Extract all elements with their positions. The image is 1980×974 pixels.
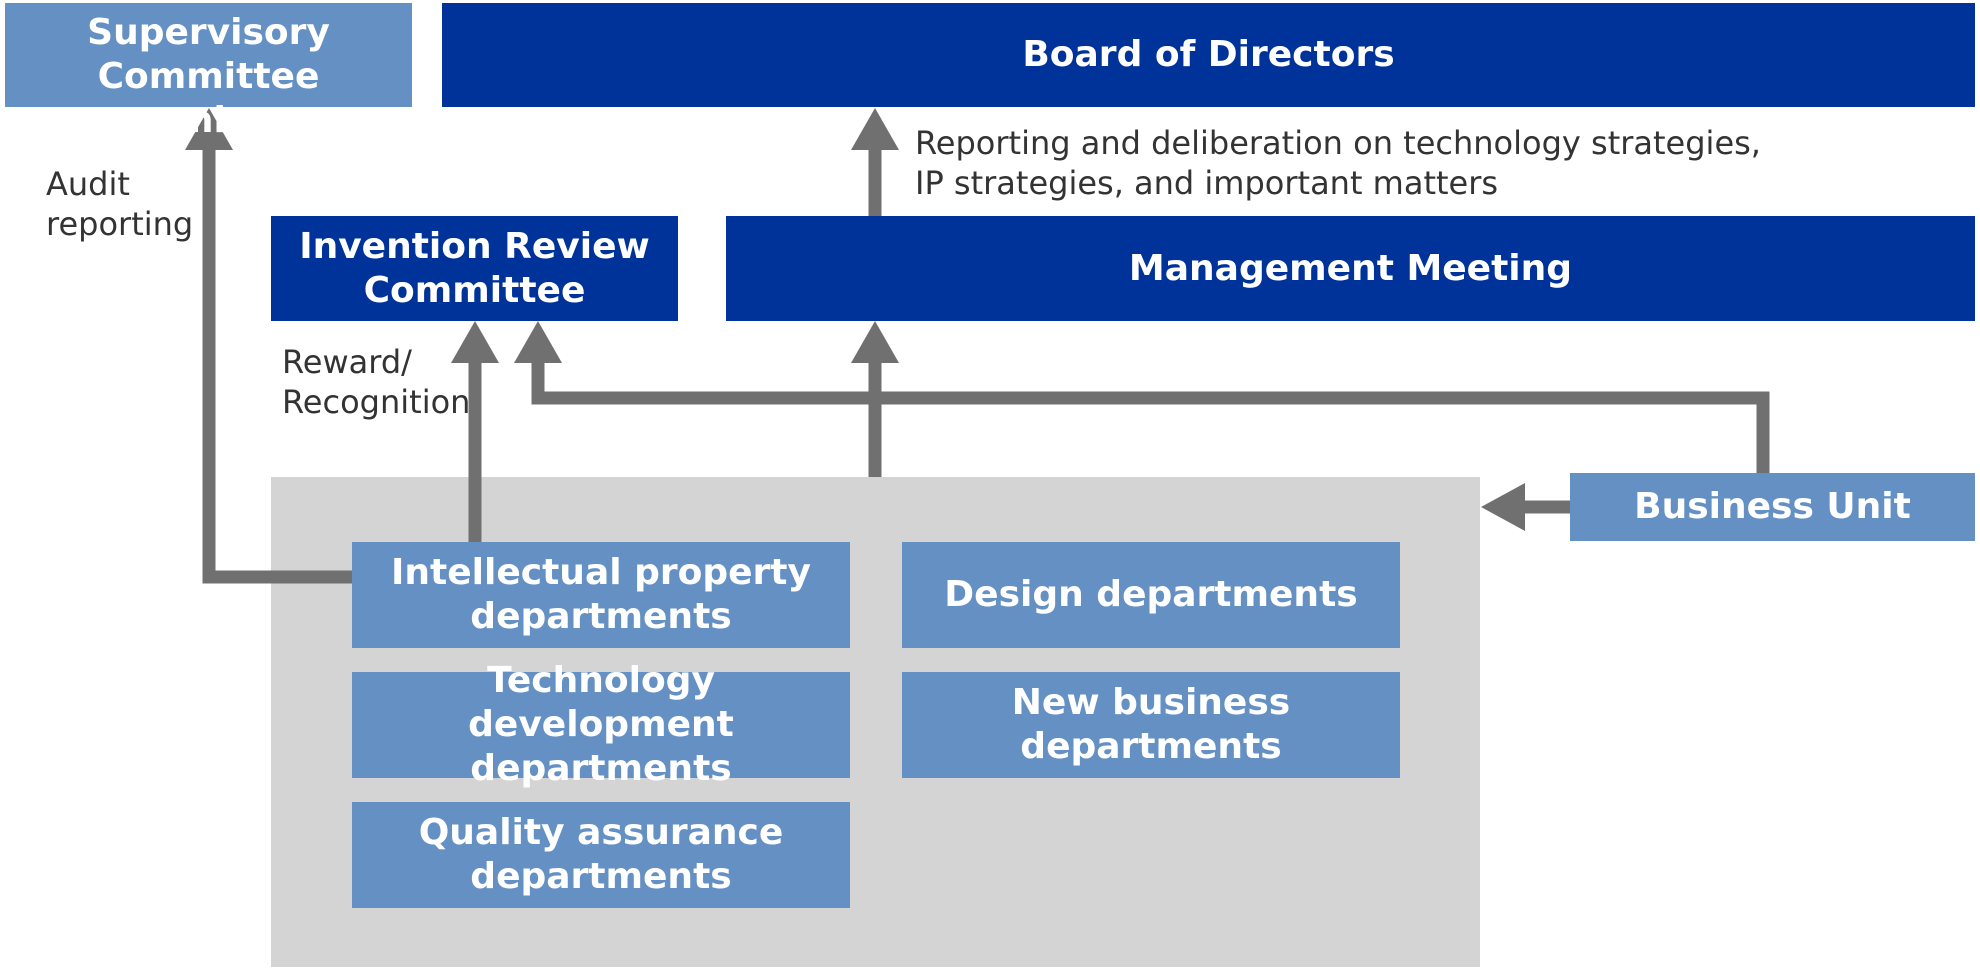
techdev-dept-line-2: departments [470,748,732,789]
qa-dept-line-1: Quality assurance [418,812,784,853]
reward-arrowhead [451,321,499,363]
audit-supervisory-committee-box: Audit & Supervisory Committee members [5,0,412,141]
reward-line-2: Recognition [282,383,471,421]
business-unit-to-area-arrowhead [1481,483,1525,531]
design-departments-box: Design departments [902,542,1400,648]
newbiz-dept-line-2: departments [1020,726,1282,767]
reporting-deliberation-label: Reporting and deliberation on technology… [915,123,1761,203]
invention-committee-line-1: Invention Review [299,225,650,267]
intellectual-property-departments-box: Intellectual property departments [352,542,850,648]
business-unit-to-invention-arrowhead [514,321,562,363]
design-dept-label: Design departments [944,574,1358,615]
board-of-directors-box: Board of Directors [442,3,1975,107]
business-unit-label: Business Unit [1634,486,1911,527]
department-to-management-arrowhead [851,321,899,363]
invention-review-committee-box: Invention Review Committee [271,216,678,321]
technology-development-departments-box: Technology development departments [352,660,850,789]
reporting-line-2: IP strategies, and important matters [915,164,1499,202]
reporting-line-1: Reporting and deliberation on technology… [915,124,1761,162]
invention-committee-line-2: Committee [363,269,586,311]
business-unit-to-invention-arrow-line [531,360,1770,473]
audit-committee-line-1: Audit & Supervisory [87,0,330,53]
ip-dept-line-2: departments [470,596,732,637]
management-meeting-box: Management Meeting [726,216,1975,321]
audit-reporting-arrowhead [185,108,233,150]
audit-reporting-line-1: Audit [46,165,130,203]
board-of-directors-label: Board of Directors [1022,34,1395,75]
audit-committee-line-2: Committee members [97,56,320,141]
qa-dept-line-2: departments [470,856,732,897]
new-business-departments-box: New business departments [902,672,1400,778]
audit-reporting-arrow-line [202,147,352,584]
audit-reporting-label: Audit reporting [46,164,193,244]
reward-line-1: Reward/ [282,343,412,381]
reward-recognition-label: Reward/ Recognition [282,342,470,422]
quality-assurance-departments-box: Quality assurance departments [352,802,850,908]
business-unit-box: Business Unit [1570,473,1975,541]
management-meeting-label: Management Meeting [1128,247,1573,289]
management-to-board-arrowhead [851,108,899,150]
ip-dept-line-1: Intellectual property [391,552,811,593]
techdev-dept-line-1: Technology development [468,660,734,745]
newbiz-dept-line-1: New business [1011,682,1291,723]
audit-reporting-line-2: reporting [46,205,194,243]
